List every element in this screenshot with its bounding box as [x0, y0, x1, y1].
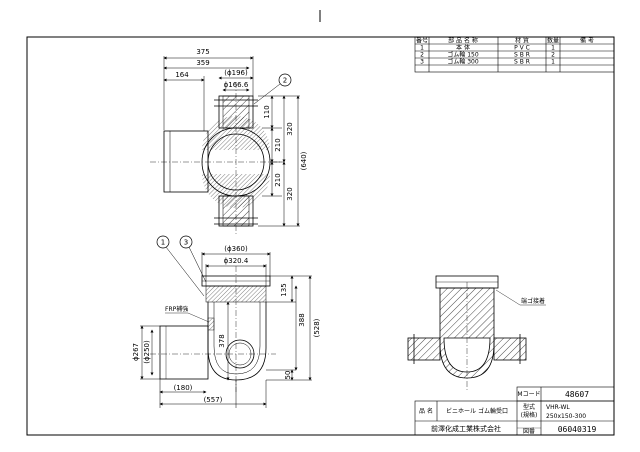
model-sublabel: (規格) — [521, 411, 538, 419]
top-view-inlet-pipe — [163, 130, 209, 193]
dim-135: 135 — [280, 283, 288, 296]
drawing-number-label: 図番 — [523, 428, 535, 435]
model-value-2: 250x150-300 — [546, 413, 586, 420]
dim-d267: ϕ267 — [132, 343, 140, 361]
section-view-left-pipe — [407, 337, 441, 361]
dim-d250: (ϕ250) — [143, 340, 151, 364]
sheet-border — [26, 36, 615, 436]
company-name: 前澤化成工業株式会社 — [431, 424, 501, 433]
dim-378: 378 — [218, 334, 226, 347]
dim-640: (640) — [300, 151, 308, 170]
callout-2: 2 — [253, 73, 292, 105]
model-value-1: VHR-WL — [546, 404, 570, 411]
dim-557: (557) — [204, 396, 223, 404]
callout-1: 1 — [156, 235, 205, 297]
dim-359: 359 — [196, 59, 209, 67]
dim-110: 110 — [263, 105, 271, 118]
table-row-material: S B R — [514, 59, 530, 66]
table-header-material: 材 質 — [515, 37, 529, 45]
parts-table — [414, 36, 615, 73]
table-row-qty: 2 — [551, 52, 555, 59]
table-row-name: ゴム輪 300 — [447, 58, 479, 66]
callout-1-label: 1 — [161, 239, 165, 247]
callout-3-label: 3 — [184, 239, 188, 247]
front-view — [150, 266, 276, 392]
section-view-right-pipe — [493, 337, 527, 361]
table-row-qty: 1 — [551, 45, 555, 52]
table-header-name: 部 品 名 称 — [448, 37, 478, 45]
top-view-dim-text: 375 359 164 (ϕ196) ϕ166.6 110 320 210 21… — [175, 48, 308, 201]
dim-528: (528) — [313, 318, 321, 337]
table-row-material: P V C — [514, 45, 530, 52]
dim-320-upper: 320 — [286, 122, 294, 135]
table-header-no: 番号 — [416, 38, 428, 45]
dim-180: (180) — [174, 384, 193, 392]
front-view-body — [207, 302, 267, 381]
top-view-dimensions — [163, 56, 300, 227]
section-label: 端ゴ接着 — [521, 297, 545, 305]
front-view-dimensions — [140, 252, 312, 408]
model-label: 型式 — [523, 403, 535, 411]
product-name: ビニホール ゴム輪受口 — [446, 407, 508, 415]
table-header-note: 備 考 — [580, 37, 594, 45]
top-view — [150, 82, 284, 236]
section-label-group: 端ゴ接着 — [495, 289, 546, 306]
dim-388: 388 — [298, 313, 306, 326]
table-row-material: S B R — [514, 52, 530, 59]
dim-210-lower: 210 — [274, 173, 282, 186]
dim-d166: ϕ166.6 — [224, 81, 249, 89]
mcode-value: 48607 — [565, 390, 589, 399]
table-row-no: 2 — [420, 52, 424, 59]
dim-d196: (ϕ196) — [224, 69, 248, 77]
drawing-number: 06040319 — [558, 425, 597, 434]
frp-label: FRP補強 — [165, 305, 188, 313]
dim-d320: ϕ320.4 — [224, 257, 249, 265]
callout-2-label: 2 — [283, 77, 287, 85]
table-header-qty: 数量 — [547, 37, 559, 45]
callout-3: 3 — [179, 235, 207, 283]
table-row-qty: 1 — [551, 59, 555, 66]
section-view — [407, 275, 527, 392]
frp-label-group: FRP補強 — [165, 305, 210, 323]
dim-d360: (ϕ360) — [224, 245, 248, 253]
front-view-inlet — [159, 325, 209, 380]
title-block-text: Mコード 48607 品 名 ビニホール ゴム輪受口 型式 (規格) VHR-W… — [419, 390, 596, 435]
title-block — [414, 386, 615, 436]
table-row-name: 本 体 — [456, 44, 470, 52]
front-view-dim-text: (ϕ360) ϕ320.4 135 388 (528) 378 50 ϕ267 … — [132, 245, 321, 404]
dim-375: 375 — [196, 48, 209, 56]
parts-table-text: 番号 部 品 名 称 材 質 数量 備 考 1 本 体 P V C 1 2 ゴム… — [416, 37, 594, 66]
name-label: 品 名 — [419, 407, 433, 415]
dim-210-upper: 210 — [274, 138, 282, 151]
dim-320-lower: 320 — [286, 187, 294, 200]
mcode-label: Mコード — [517, 391, 540, 398]
dim-50: 50 — [284, 371, 292, 380]
dim-164: 164 — [175, 71, 189, 79]
table-row-name: ゴム輪 150 — [447, 51, 479, 59]
table-row-no: 3 — [420, 59, 424, 66]
table-row-no: 1 — [420, 45, 424, 52]
